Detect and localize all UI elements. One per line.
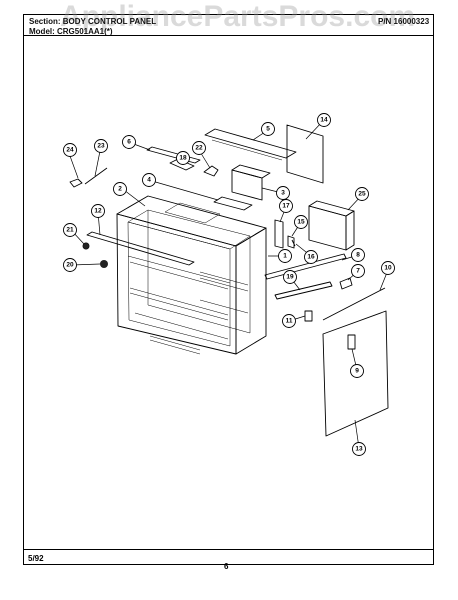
callout-6: 6 [122, 135, 136, 149]
page-number: 6 [224, 562, 229, 571]
svg-text:17: 17 [282, 203, 290, 210]
svg-text:21: 21 [66, 227, 74, 234]
callout-13: 13 [352, 442, 366, 456]
svg-text:23: 23 [97, 143, 105, 150]
callout-21: 21 [63, 223, 77, 237]
callout-3: 3 [276, 186, 290, 200]
svg-text:12: 12 [94, 208, 102, 215]
svg-text:24: 24 [66, 147, 74, 154]
svg-text:22: 22 [195, 145, 203, 152]
svg-text:5: 5 [266, 126, 270, 133]
oven-body [116, 195, 267, 355]
wire-23 [84, 167, 108, 185]
svg-text:18: 18 [179, 155, 187, 162]
part-number: P/N 16000323 [378, 17, 430, 26]
header-rule [24, 35, 433, 36]
svg-text:8: 8 [356, 252, 360, 259]
callout-9: 9 [350, 364, 364, 378]
callout-24: 24 [63, 143, 77, 157]
svg-text:25: 25 [358, 191, 366, 198]
callout-7: 7 [351, 264, 365, 278]
control-panel-top [204, 128, 297, 159]
svg-text:19: 19 [286, 274, 294, 281]
callout-5: 5 [261, 122, 275, 136]
footer-rule [24, 549, 433, 550]
callout-12: 12 [91, 204, 105, 218]
latch-9 [347, 334, 356, 350]
callout-17: 17 [279, 199, 293, 213]
callout-8: 8 [351, 248, 365, 262]
rear-panel [286, 124, 324, 184]
control-console [231, 169, 263, 201]
bracket-16 [274, 281, 333, 300]
svg-text:11: 11 [286, 318, 293, 325]
clip-7 [339, 277, 353, 290]
svg-text:6: 6 [127, 139, 131, 146]
mount-bracket [274, 219, 284, 249]
model-number: Model: CRG501AA1(*) [29, 27, 113, 36]
drawing-frame [23, 14, 434, 565]
svg-text:3: 3 [281, 190, 285, 197]
svg-text:13: 13 [355, 446, 363, 453]
callout-4: 4 [142, 173, 156, 187]
callout-19: 19 [283, 270, 297, 284]
knob-20 [100, 260, 108, 268]
door-panel [322, 310, 389, 437]
rod-10 [322, 287, 386, 321]
callout-15: 15 [294, 215, 308, 229]
section-title: Section: BODY CONTROL PANEL [29, 17, 157, 26]
callout-10: 10 [381, 261, 395, 275]
watermark: AppliancePartsPros.com [60, 0, 416, 33]
svg-text:10: 10 [384, 265, 392, 272]
callout-16: 16 [304, 250, 318, 264]
svg-text:1: 1 [283, 253, 287, 260]
svg-text:16: 16 [307, 254, 315, 261]
callout-14: 14 [317, 113, 331, 127]
svg-text:20: 20 [66, 262, 74, 269]
svg-text:7: 7 [356, 268, 360, 275]
callout-23: 23 [94, 139, 108, 153]
rail-8 [264, 253, 347, 280]
callout-20: 20 [63, 258, 77, 272]
callout-2: 2 [113, 182, 127, 196]
callout-25: 25 [355, 187, 369, 201]
bracket-6 [146, 146, 201, 164]
revision-date: 5/92 [28, 554, 44, 563]
svg-text:2: 2 [118, 186, 122, 193]
callout-22: 22 [192, 141, 206, 155]
plate-11 [304, 310, 313, 322]
bracket-18-upper [169, 158, 195, 171]
svg-text:15: 15 [297, 219, 305, 226]
part-24 [69, 178, 83, 188]
svg-text:14: 14 [320, 117, 328, 124]
electronics-box [308, 205, 347, 251]
callout-18a: 18 [176, 151, 190, 165]
svg-text:9: 9 [355, 368, 359, 375]
hinge-22 [203, 165, 219, 177]
vent-duct [213, 196, 253, 211]
callout-11: 11 [282, 314, 296, 328]
trim-strip [86, 231, 195, 266]
callout-1: 1 [278, 249, 292, 263]
svg-text:4: 4 [147, 177, 151, 184]
